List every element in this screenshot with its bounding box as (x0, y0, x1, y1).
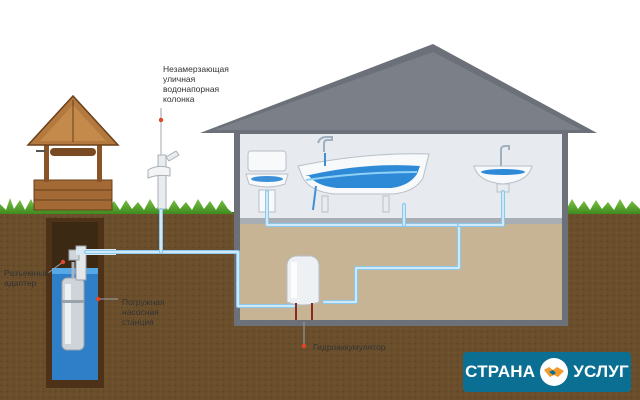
label-leaders (47, 108, 307, 349)
sink-icon (473, 145, 533, 193)
toilet-icon (245, 150, 289, 213)
well-icon (26, 94, 120, 211)
handshake-icon (540, 358, 569, 386)
submersible-pump-icon (61, 262, 85, 351)
label-accumulator: Гидроаккумулятор (313, 342, 386, 352)
label-adapter: Разъемный адаптер (4, 268, 50, 288)
street-column-icon (147, 118, 180, 210)
bathtub-icon (297, 136, 430, 213)
pipes (84, 190, 505, 308)
brand-word-left: СТРАНА (465, 362, 536, 381)
brand-badge: СТРАНА УСЛУГ (463, 352, 631, 392)
brand-word-right: УСЛУГ (573, 362, 629, 381)
label-pump-station: Погружная насосная станция (122, 297, 165, 327)
accumulator-tank-icon (286, 255, 320, 320)
grass-right (560, 199, 640, 214)
label-street-column: Незамерзающая уличная водонапорная колон… (163, 64, 229, 104)
